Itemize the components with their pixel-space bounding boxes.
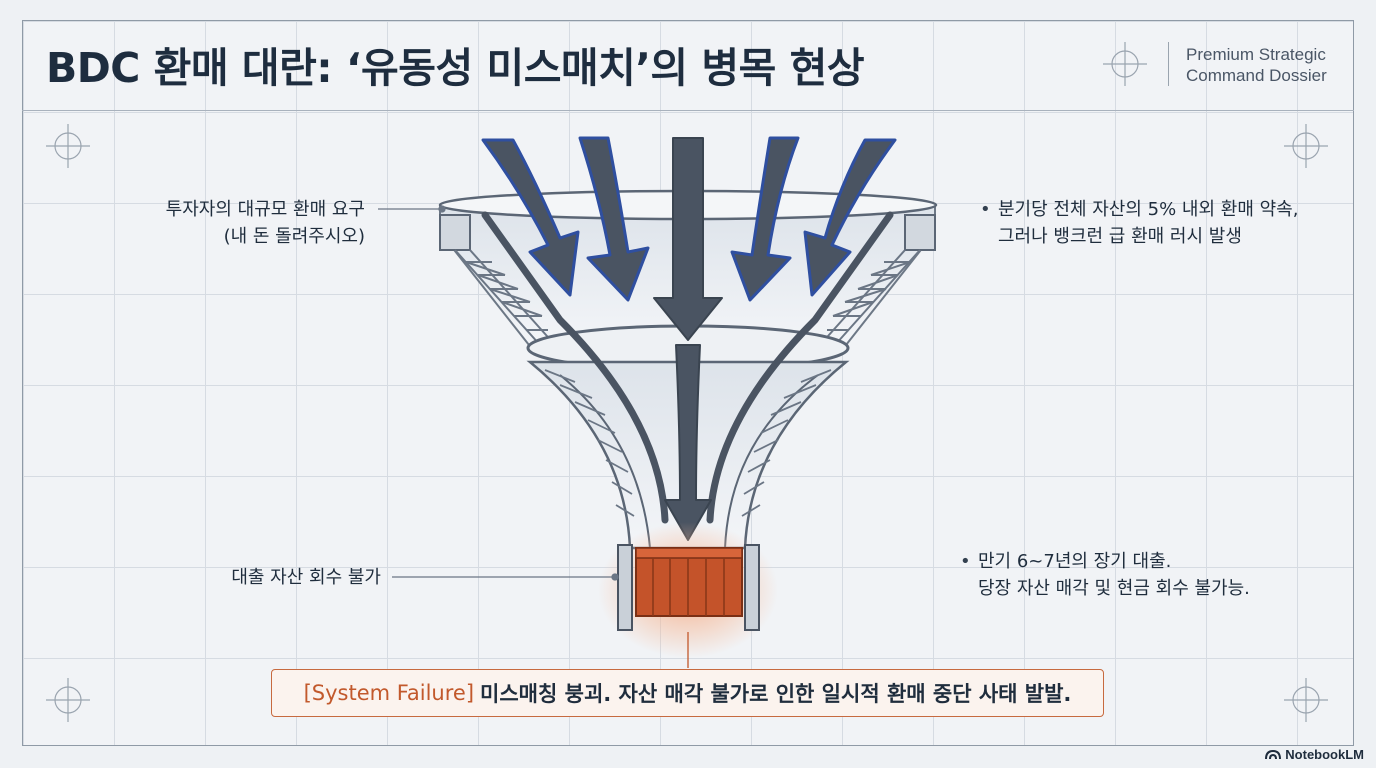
tagline-line-1: Premium Strategic [1186,45,1326,64]
bottleneck-housing [617,544,760,631]
maturity-line-1: 만기 6~7년의 장기 대출. [978,551,1172,572]
quarterly-limit-line-1: 분기당 전체 자산의 5% 내외 환매 약속, [998,199,1299,220]
label-investor-demand: 투자자의 대규모 환매 요구 (내 돈 돌려주시오) [166,196,365,250]
brand-watermark: NotebookLM [1265,747,1364,762]
crosshair-icon [46,124,90,168]
title-divider [22,110,1354,111]
funnel-truss [454,249,921,346]
funnel-channels [481,211,894,524]
leader-lines [378,205,689,668]
arrow-3 [653,137,723,341]
system-failure-callout: [System Failure] 미스매칭 붕괴. 자산 매각 불가로 인한 일… [271,669,1104,717]
notebooklm-logo-icon [1265,749,1282,760]
investor-demand-line-1: 투자자의 대규모 환매 요구 [165,199,365,220]
inflow-arrows [481,136,897,541]
tagline: Premium Strategic Command Dossier [1186,44,1351,86]
label-maturity: 만기 6~7년의 장기 대출. 당장 자산 매각 및 현금 회수 불가능. [960,548,1250,602]
page-title: BDC 환매 대란: ‘유동성 미스매치’의 병목 현상 [46,44,865,92]
label-loan-unrecoverable: 대출 자산 회수 불가 [231,564,381,591]
callout-text: 미스매칭 붕괴. 자산 매각 불가로 인한 일시적 환매 중단 사태 발발. [480,682,1072,706]
arrow-2 [578,136,650,302]
arrow-down-center [664,344,712,541]
tagline-line-2: Command Dossier [1186,66,1327,85]
header-divider [1168,42,1169,86]
arrow-5 [803,138,897,297]
investor-demand-line-2: (내 돈 돌려주시오) [223,226,365,247]
crosshair-icon [1103,42,1147,86]
arrow-1 [481,138,580,297]
neck-truss [544,369,832,517]
locked-crate-icon [635,547,743,617]
maturity-line-2: 당장 자산 매각 및 현금 회수 불가능. [978,578,1250,599]
quarterly-limit-line-2: 그러나 뱅크런 급 환매 러시 발생 [998,226,1242,247]
loan-unrecoverable-text: 대출 자산 회수 불가 [231,567,381,588]
callout-tag: [System Failure] [303,681,475,705]
brand-name: NotebookLM [1285,747,1364,762]
arrow-4 [730,136,800,302]
crosshair-icon [1284,678,1328,722]
label-quarterly-limit: 분기당 전체 자산의 5% 내외 환매 약속, 그러나 뱅크런 급 환매 러시 … [980,196,1299,250]
crosshair-icon [46,678,90,722]
crosshair-icon [1284,124,1328,168]
